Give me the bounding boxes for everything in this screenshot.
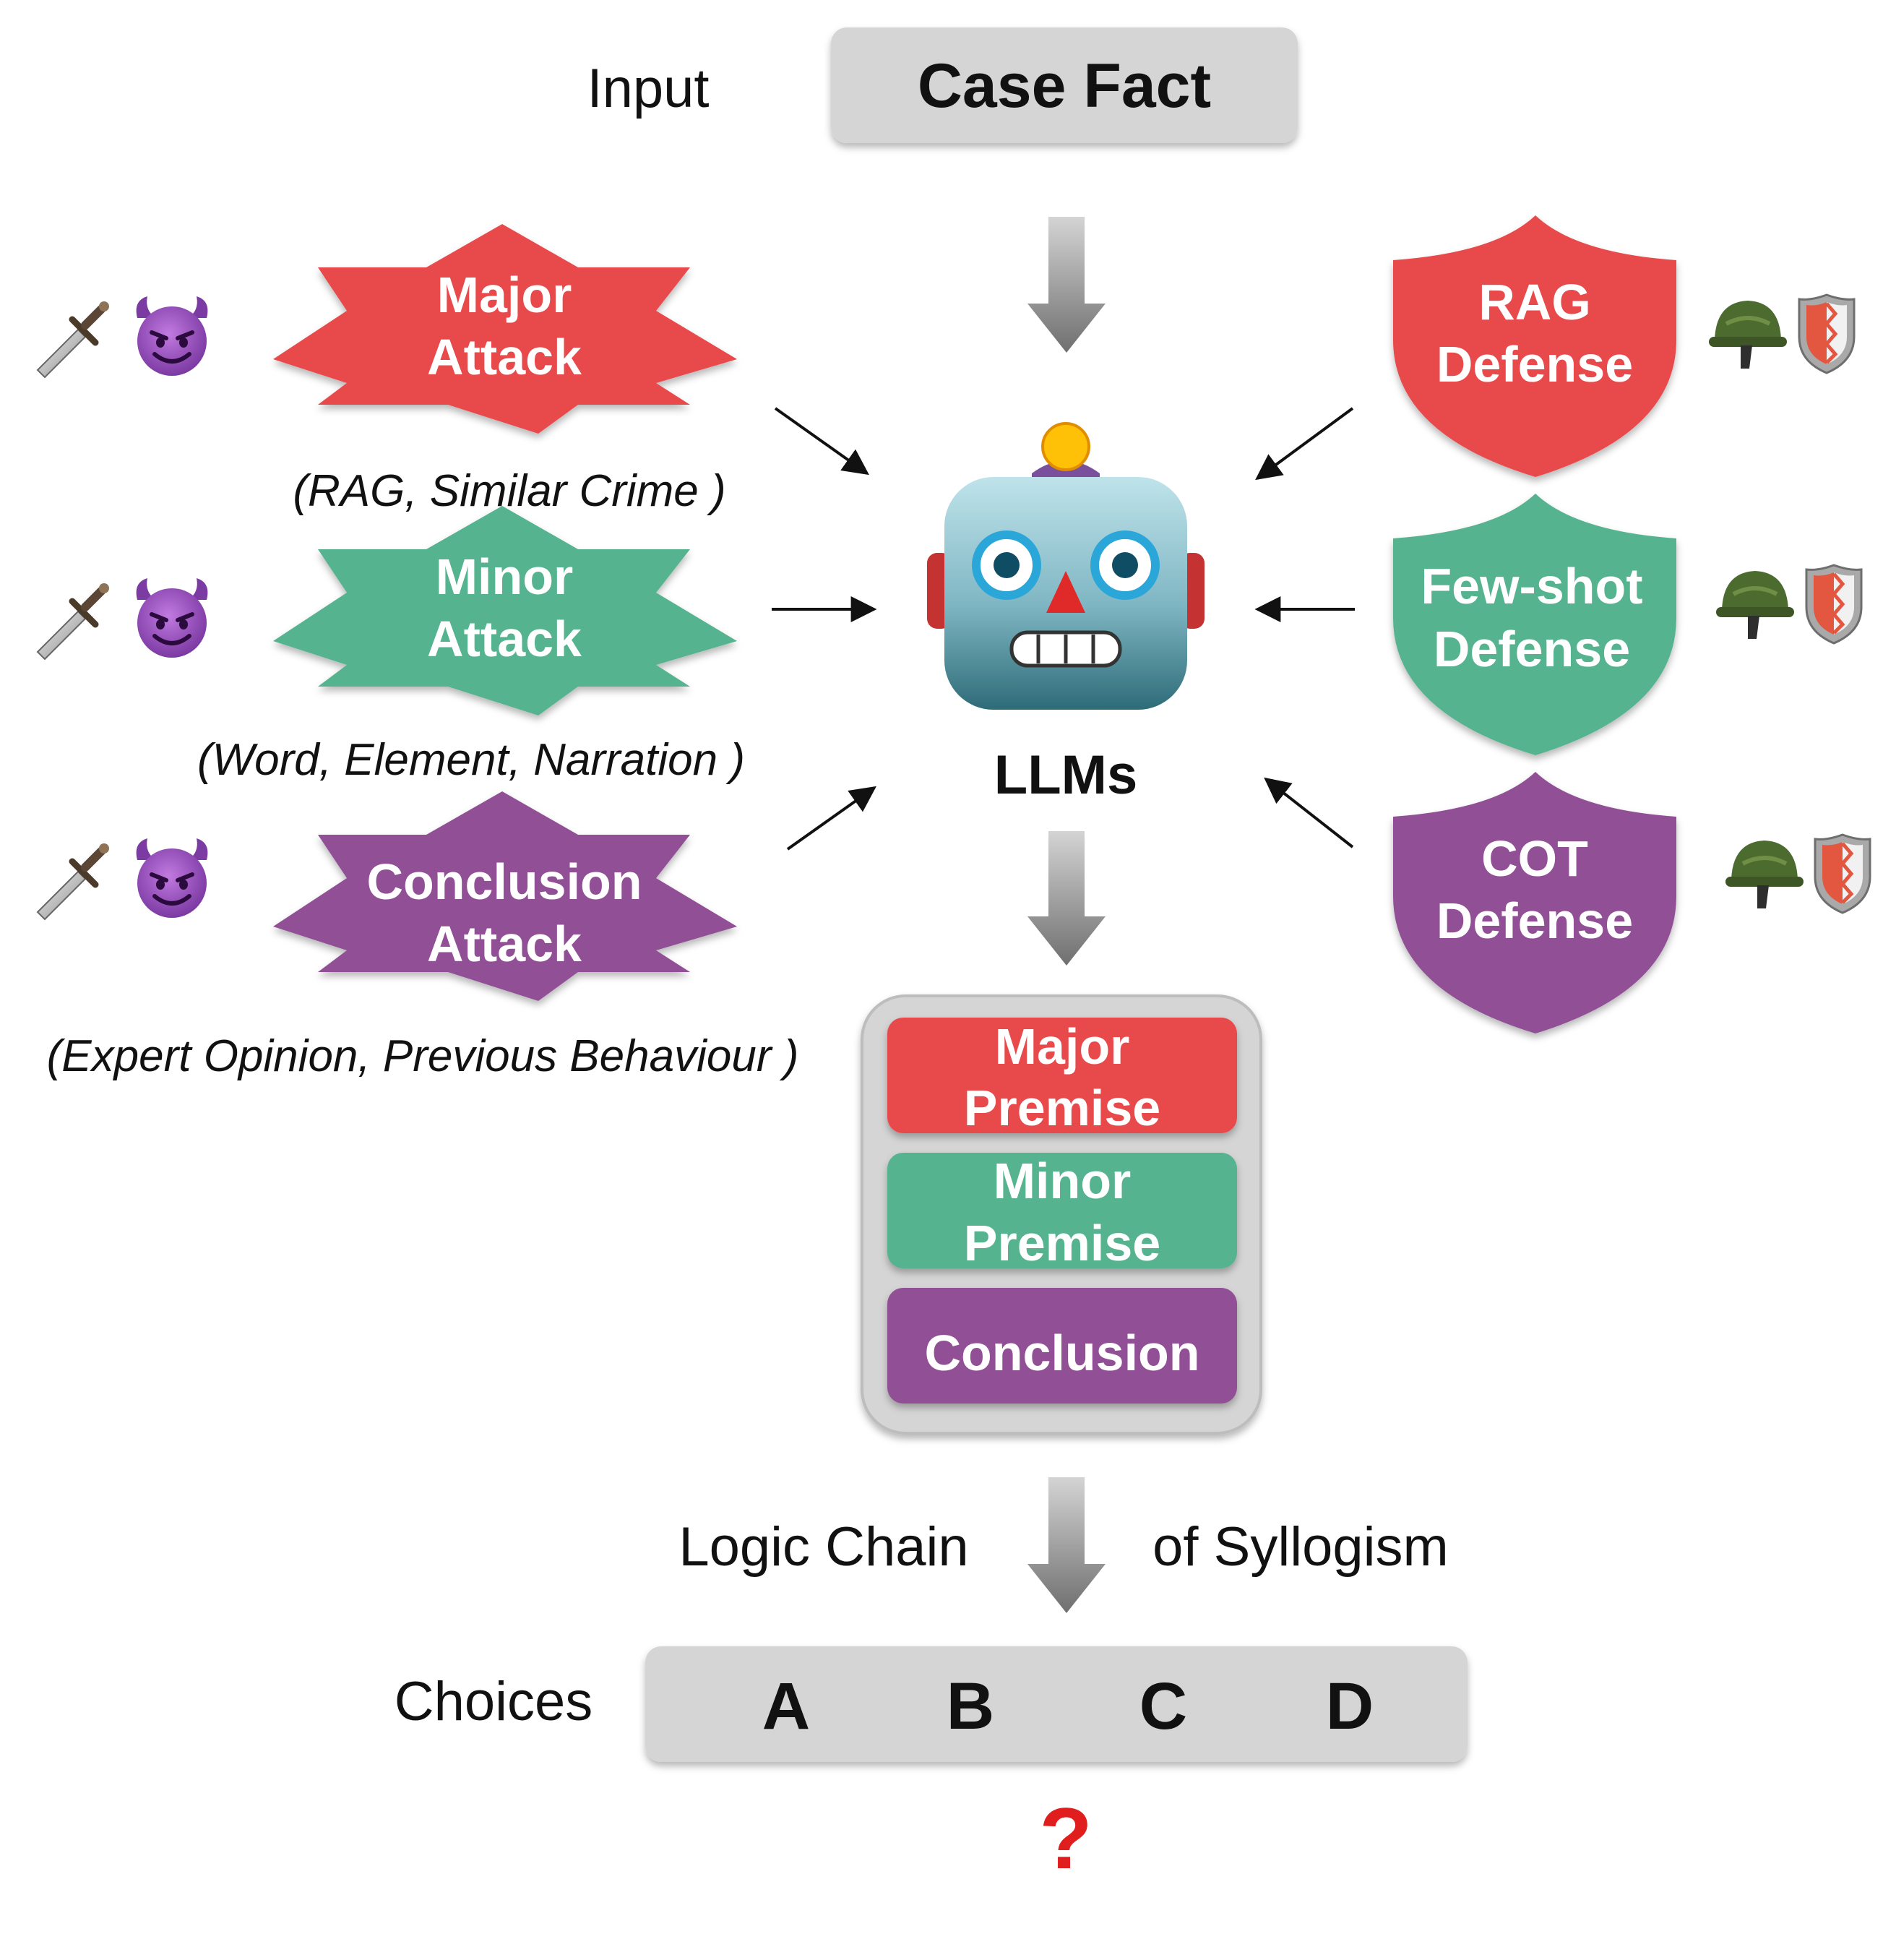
logic-chain-right: of Syllogism <box>1152 1516 1449 1578</box>
attack-major-line2: Attack <box>427 329 582 385</box>
defense-shield-cot <box>1393 772 1676 1033</box>
reasoning-conclusion <box>887 1288 1237 1404</box>
choice-b: B <box>947 1669 994 1743</box>
flow-arrow-reasoning-to-choices <box>1027 1477 1106 1613</box>
reasoning-minor-premise <box>887 1153 1237 1268</box>
defense-rag-line1: RAG <box>1478 274 1591 330</box>
attack-star-minor <box>273 506 737 715</box>
attack-conclusion-line2: Attack <box>427 916 582 972</box>
attack-major: Major Attack (RAG, Similar Crime ) <box>38 224 737 516</box>
defense-shield-fewshot <box>1393 494 1676 755</box>
smiling-devil-icon <box>137 838 208 918</box>
defense-cot-line1: COT <box>1481 830 1588 887</box>
reasoning-major-premise <box>887 1018 1237 1133</box>
defense-rag: RAG Defense <box>1393 215 1854 477</box>
defense-cot: COT Defense <box>1393 772 1870 1033</box>
defense-fewshot: Few-shot Defense <box>1393 494 1861 755</box>
choices-box: A B C D <box>645 1646 1468 1762</box>
attack-minor: Minor Attack (Word, Element, Narration ) <box>38 506 745 785</box>
reasoning-major-line1: Major <box>995 1018 1130 1075</box>
reasoning-stack: Major Premise Minor Premise Conclusion <box>861 994 1262 1435</box>
logic-chain-left: Logic Chain <box>678 1516 968 1578</box>
choice-c: C <box>1139 1669 1187 1743</box>
choice-d: D <box>1326 1669 1374 1743</box>
defense-fewshot-line1: Few-shot <box>1421 558 1642 614</box>
case-fact-label: Case Fact <box>918 51 1211 121</box>
shield-icon <box>1815 835 1870 913</box>
shield-icon <box>1806 565 1861 643</box>
smiling-devil-icon <box>137 578 208 658</box>
reasoning-major-line2: Premise <box>964 1080 1160 1136</box>
attack-minor-line2: Attack <box>427 611 582 667</box>
attack-minor-note: (Word, Element, Narration ) <box>197 735 745 785</box>
reasoning-minor-line2: Premise <box>964 1215 1160 1271</box>
attack-star-major <box>273 224 737 434</box>
reasoning-conclusion-label: Conclusion <box>924 1325 1199 1381</box>
defense-arrow-rag <box>1255 407 1354 481</box>
flow-arrow-llm-to-reasoning <box>1027 831 1106 966</box>
llm-label: LLMs <box>994 744 1137 806</box>
attack-major-line1: Major <box>437 267 572 323</box>
military-helmet-icon <box>1725 841 1804 908</box>
attack-conclusion: Conclusion Attack (Expert Opinion, Previ… <box>38 791 798 1081</box>
defense-fewshot-line2: Defense <box>1434 621 1630 677</box>
choice-a: A <box>762 1669 810 1743</box>
dagger-icon <box>38 843 109 919</box>
defense-rag-line2: Defense <box>1436 336 1633 392</box>
dagger-icon <box>38 583 109 659</box>
flow-arrow-input-to-llm <box>1027 217 1106 353</box>
defense-cot-line2: Defense <box>1436 893 1633 949</box>
military-helmet-icon <box>1709 301 1787 369</box>
question-mark-icon: ? <box>1039 1790 1092 1887</box>
attack-conclusion-note: (Expert Opinion, Previous Behaviour ) <box>47 1031 799 1081</box>
input-label: Input <box>587 58 709 119</box>
shield-icon <box>1799 295 1854 373</box>
attack-arrow-conclusion <box>786 786 876 851</box>
defense-arrow-cot <box>1264 777 1354 848</box>
attack-minor-line1: Minor <box>436 549 574 605</box>
attack-conclusion-line1: Conclusion <box>366 854 642 910</box>
defense-shield-rag <box>1393 215 1676 477</box>
robot-face-icon <box>927 422 1205 710</box>
choices-label: Choices <box>395 1671 593 1732</box>
reasoning-minor-line1: Minor <box>994 1153 1132 1209</box>
military-helmet-icon <box>1716 571 1794 639</box>
dagger-icon <box>38 301 109 377</box>
case-fact-box: Case Fact <box>831 27 1298 143</box>
attack-major-note: (RAG, Similar Crime ) <box>293 466 725 516</box>
attack-star-conclusion <box>273 791 737 1001</box>
attack-arrow-major <box>774 407 869 476</box>
smiling-devil-icon <box>137 296 208 376</box>
